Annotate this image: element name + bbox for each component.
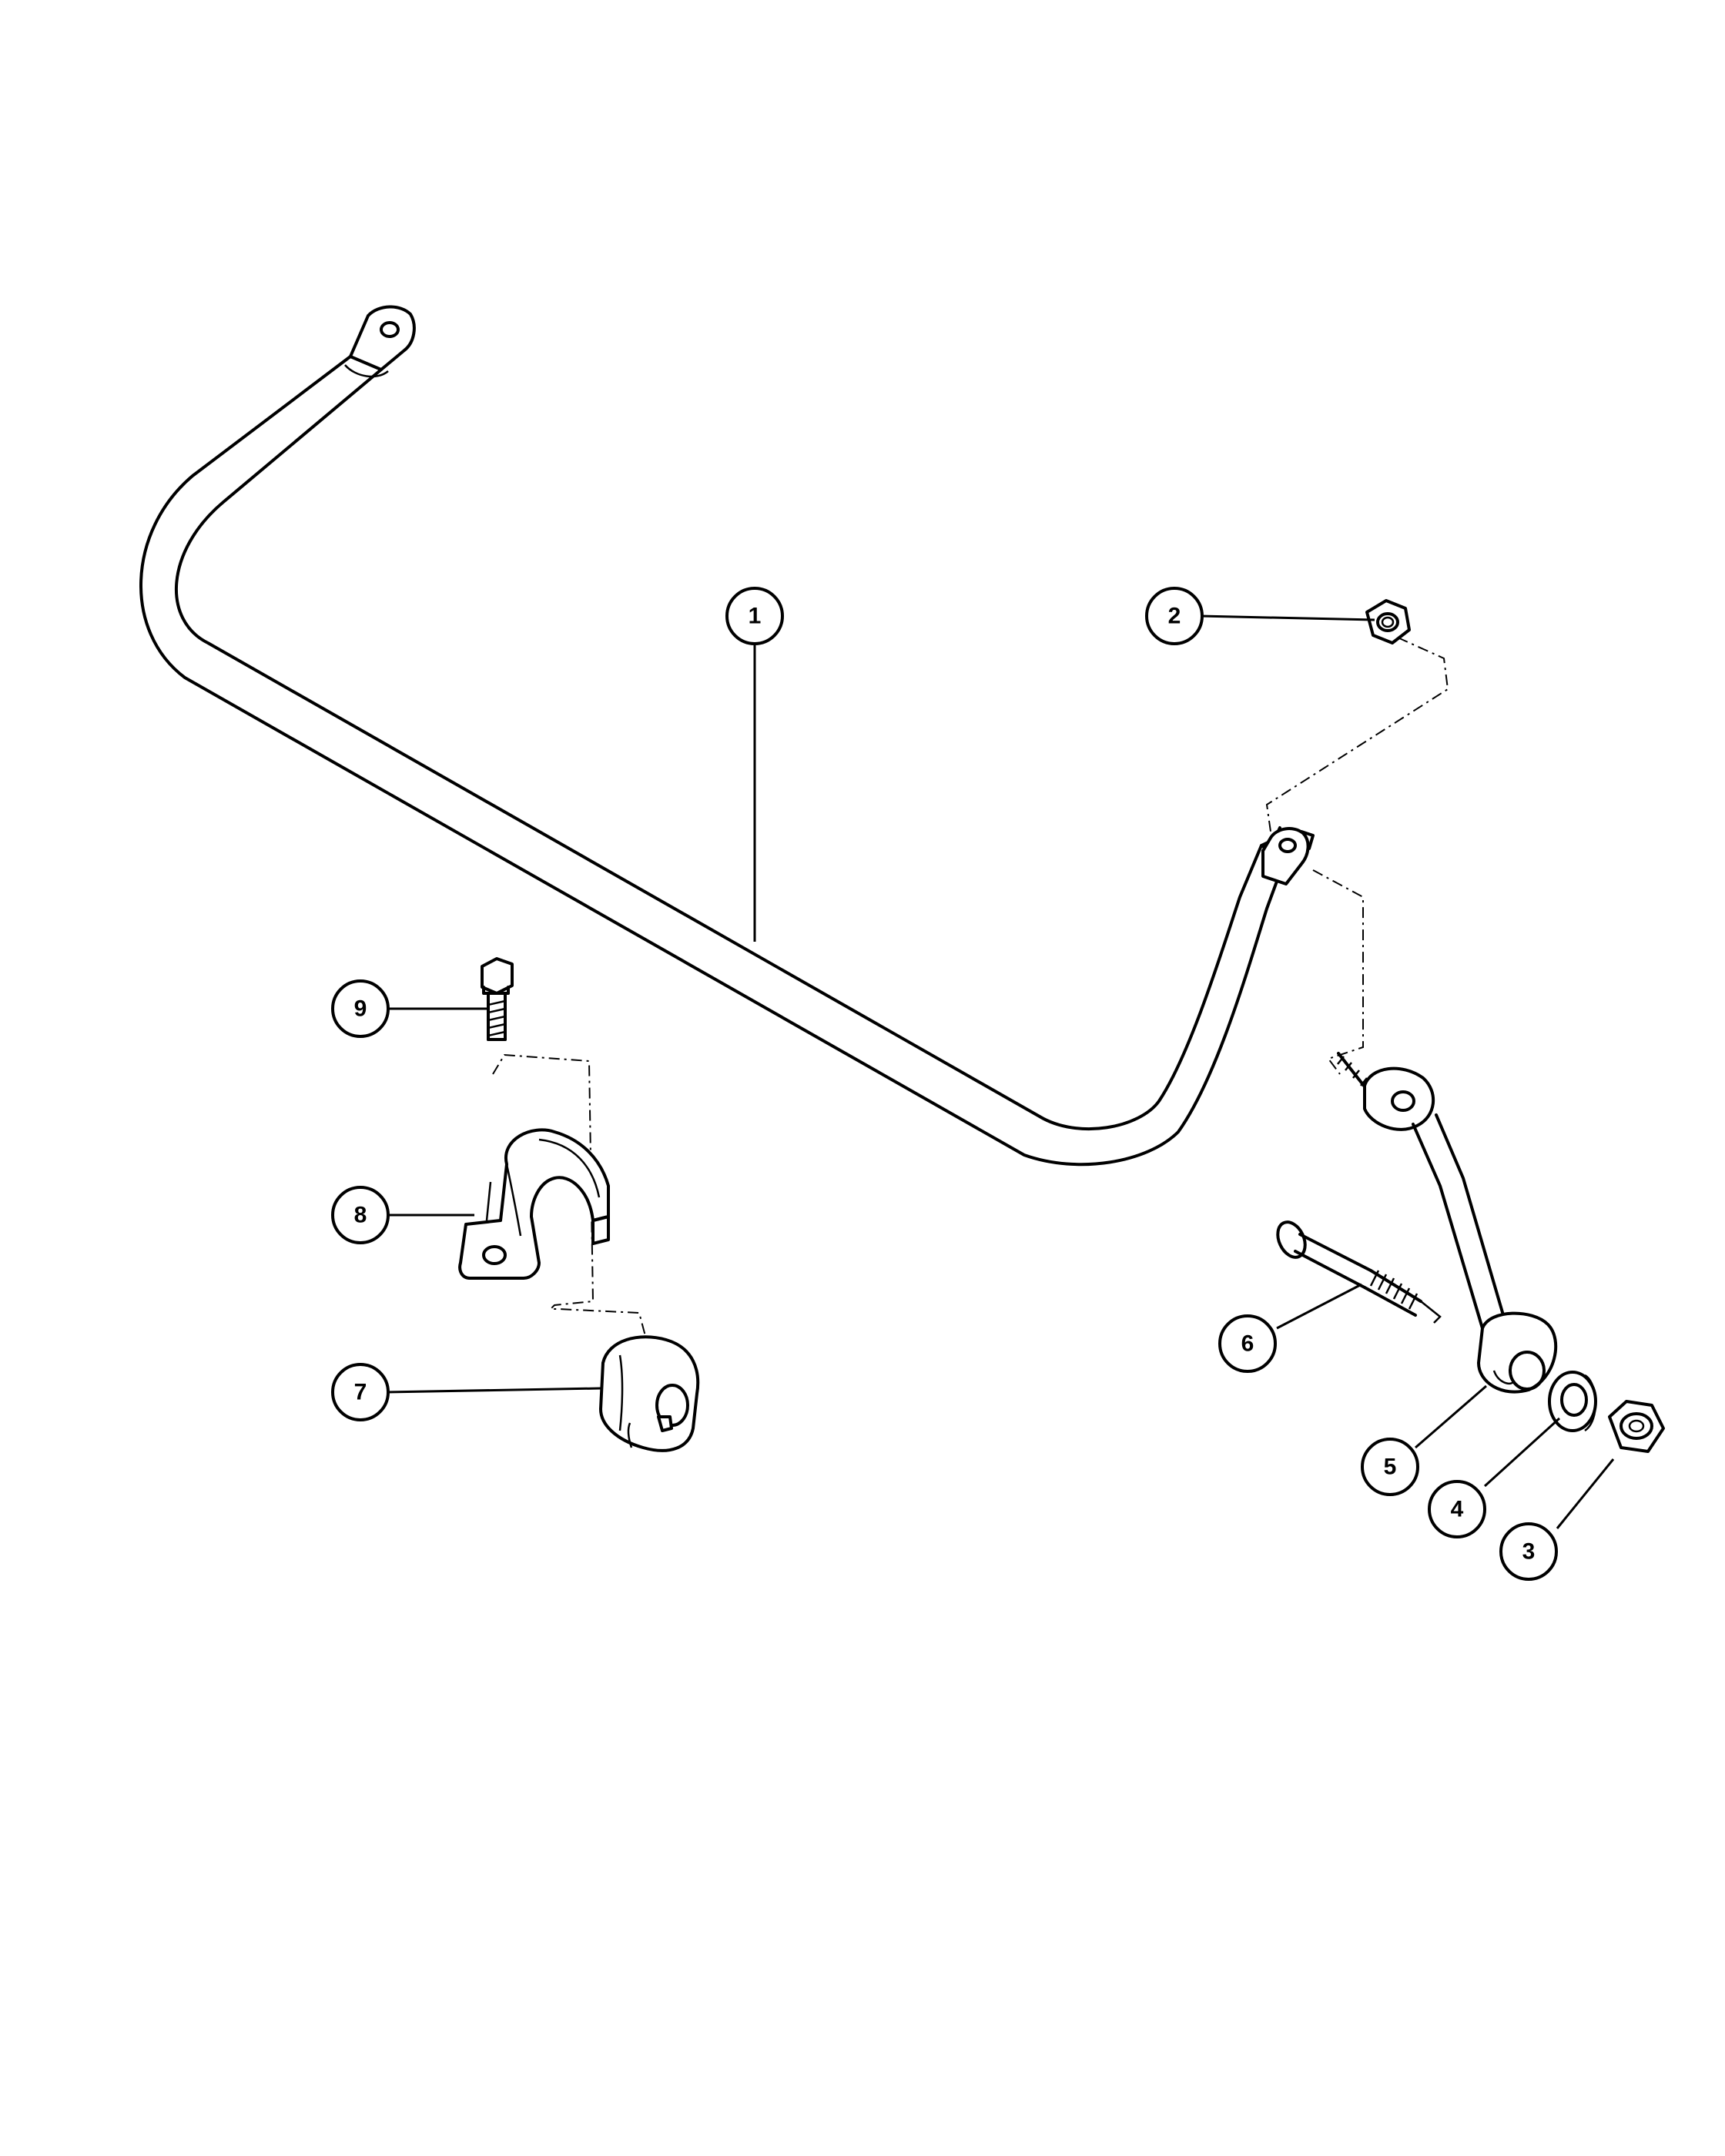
bushing-retainer (458, 1128, 610, 1280)
washer (1548, 1371, 1597, 1432)
stabilizer-bar (139, 305, 1315, 1167)
callout-label-9: 9 (354, 996, 367, 1022)
callout-label-8: 8 (354, 1203, 367, 1228)
stabilizer-link (1337, 1052, 1558, 1394)
callout-2: 2 (1145, 587, 1204, 645)
callout-label-2: 2 (1168, 604, 1181, 629)
callout-label-5: 5 (1384, 1455, 1397, 1480)
bolt-bracket (481, 957, 514, 1041)
assembly-lines (492, 637, 1449, 1337)
bushing (599, 1335, 700, 1452)
callout-6: 6 (1218, 1314, 1277, 1373)
callout-7: 7 (331, 1363, 390, 1421)
nut-lower (1608, 1400, 1665, 1453)
callout-8: 8 (331, 1186, 390, 1244)
callout-label-3: 3 (1522, 1539, 1536, 1565)
callout-label-4: 4 (1451, 1497, 1464, 1522)
leader-lines (384, 614, 1615, 1529)
callout-label-7: 7 (354, 1380, 367, 1405)
callout-label-1: 1 (749, 604, 762, 629)
callout-4: 4 (1428, 1480, 1486, 1538)
bolt-link (1276, 1220, 1442, 1324)
callout-3: 3 (1499, 1522, 1558, 1581)
callout-1: 1 (725, 587, 784, 645)
callout-5: 5 (1361, 1438, 1419, 1496)
callout-label-6: 6 (1241, 1331, 1254, 1357)
callout-9: 9 (331, 979, 390, 1038)
nut-upper (1365, 599, 1411, 644)
